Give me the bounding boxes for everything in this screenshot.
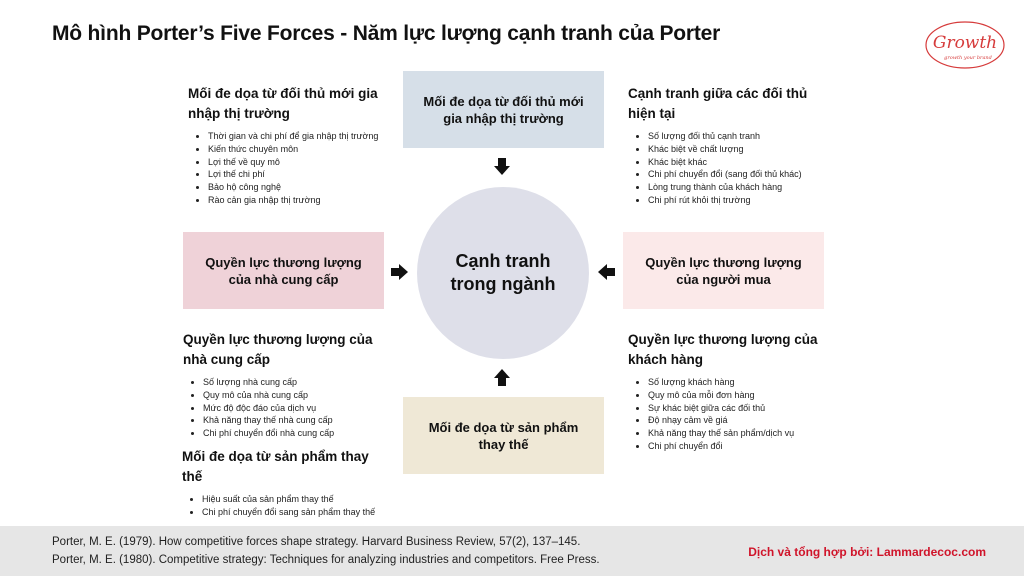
list-item: Mức độ độc đáo của dịch vụ (203, 402, 383, 415)
list-item: Số lượng khách hàng (648, 376, 828, 389)
list-item: Số lượng đối thủ cạnh tranh (648, 130, 828, 143)
list-item: Rào cản gia nhập thị trường (208, 194, 398, 207)
list-item: Bảo hộ công nghệ (208, 181, 398, 194)
list-item: Chi phí chuyển đổi nhà cung cấp (203, 427, 383, 440)
center-label: Cạnh tranh trong ngành (450, 251, 556, 294)
list-item: Kiến thức chuyên môn (208, 143, 398, 156)
list-item: Số lượng nhà cung cấp (203, 376, 383, 389)
info-list: Số lượng đối thủ cạnh tranh Khác biệt về… (628, 130, 828, 207)
list-item: Khác biệt khác (648, 156, 828, 169)
substitutes-box: Mối đe dọa từ sản phẩm thay thế (403, 397, 604, 474)
credit-text: Dịch và tổng hợp bởi: Lammardecoc.com (748, 545, 986, 559)
info-heading: Mối đe dọa từ đối thủ mới gia nhập thị t… (188, 86, 378, 121)
list-item: Sự khác biệt giữa các đối thủ (648, 402, 828, 415)
reference-1: Porter, M. E. (1979). How competitive fo… (52, 536, 581, 548)
arrow-down-icon (494, 158, 510, 175)
info-list: Thời gian và chi phí để gia nhập thị trư… (188, 130, 398, 207)
info-heading: Quyền lực thương lượng của nhà cung cấp (183, 332, 373, 367)
industry-rivalry-circle: Cạnh tranh trong ngành (417, 187, 589, 359)
svg-text:growth your brand: growth your brand (944, 55, 992, 61)
list-item: Lợi thế về quy mô (208, 156, 398, 169)
info-list: Số lượng khách hàng Quy mô của mỗi đơn h… (628, 376, 828, 453)
list-item: Chi phí rút khỏi thị trường (648, 194, 828, 207)
list-item: Quy mô của nhà cung cấp (203, 389, 383, 402)
list-item: Quy mô của mỗi đơn hàng (648, 389, 828, 402)
page-title: Mô hình Porter’s Five Forces - Năm lực l… (52, 22, 721, 45)
info-heading: Mối đe dọa từ sản phẩm thay thế (182, 449, 369, 484)
substitutes-info: Mối đe dọa từ sản phẩm thay thế Hiệu suấ… (182, 447, 392, 519)
footer-bar (0, 526, 1024, 576)
info-list: Hiệu suất của sản phẩm thay thế Chi phí … (182, 493, 392, 519)
list-item: Lợi thế chi phí (208, 168, 398, 181)
arrow-left-icon (598, 264, 615, 280)
rivalry-info: Cạnh tranh giữa các đối thủ hiện tại Số … (628, 84, 828, 207)
buyer-power-box: Quyền lực thương lượng của người mua (623, 232, 824, 309)
new-entrants-box: Mối đe dọa từ đối thủ mới gia nhập thị t… (403, 71, 604, 148)
list-item: Hiệu suất của sản phẩm thay thế (202, 493, 392, 506)
supplier-power-info: Quyền lực thương lượng của nhà cung cấp … (183, 330, 383, 440)
info-list: Số lượng nhà cung cấp Quy mô của nhà cun… (183, 376, 383, 440)
list-item: Khả năng thay thế nhà cung cấp (203, 414, 383, 427)
list-item: Lòng trung thành của khách hàng (648, 181, 828, 194)
buyer-power-info: Quyền lực thương lượng của khách hàng Số… (628, 330, 828, 453)
list-item: Khả năng thay thế sản phẩm/dịch vụ (648, 427, 828, 440)
growth-logo: Growth growth your brand (924, 20, 1006, 70)
reference-2: Porter, M. E. (1980). Competitive strate… (52, 554, 600, 566)
arrow-right-icon (391, 264, 408, 280)
list-item: Độ nhạy cảm về giá (648, 414, 828, 427)
new-entrants-info: Mối đe dọa từ đối thủ mới gia nhập thị t… (188, 84, 398, 207)
arrow-up-icon (494, 369, 510, 386)
list-item: Khác biệt về chất lượng (648, 143, 828, 156)
list-item: Chi phí chuyển đổi sang sản phẩm thay th… (202, 506, 392, 519)
svg-text:Growth: Growth (933, 33, 997, 53)
list-item: Chi phí chuyển đổi (648, 440, 828, 453)
list-item: Thời gian và chi phí để gia nhập thị trư… (208, 130, 398, 143)
info-heading: Cạnh tranh giữa các đối thủ hiện tại (628, 86, 808, 121)
info-heading: Quyền lực thương lượng của khách hàng (628, 332, 818, 367)
list-item: Chi phí chuyển đổi (sang đối thủ khác) (648, 168, 828, 181)
supplier-power-box: Quyền lực thương lượng của nhà cung cấp (183, 232, 384, 309)
